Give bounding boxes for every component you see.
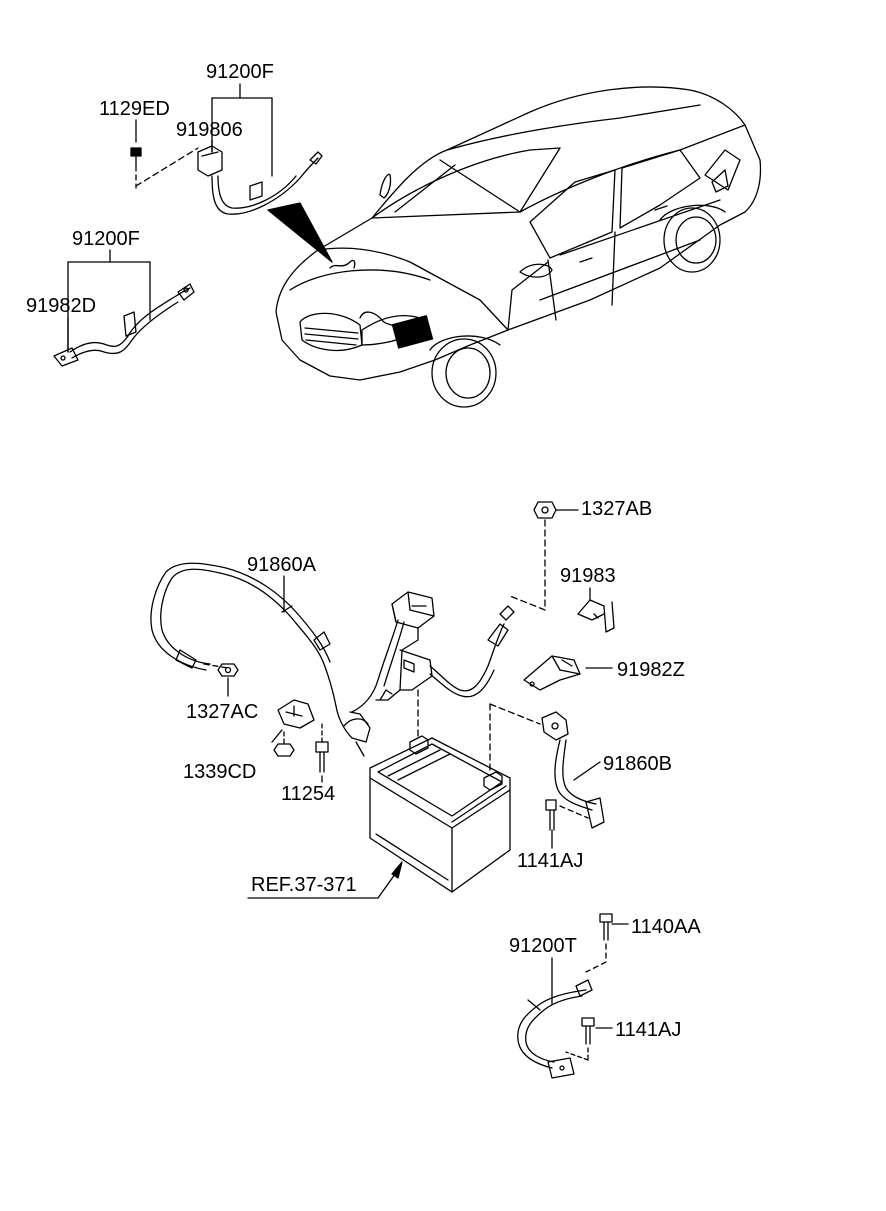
ref-arrow — [248, 862, 402, 898]
bracket-91983 — [578, 588, 614, 632]
location-pointer-arrow — [268, 203, 332, 262]
cable-assembly-91200F-mid — [54, 250, 194, 366]
cable-91200T — [518, 914, 628, 1078]
label-91983: 91983 — [560, 565, 616, 587]
label-1327AB: 1327AB — [581, 498, 653, 520]
label-91982Z: 91982Z — [617, 659, 685, 681]
label-91982D: 91982D — [26, 295, 97, 317]
label-ref-37-371: REF.37-371 — [251, 874, 357, 896]
label-91860B: 91860B — [603, 753, 672, 775]
cable-main-fuse — [352, 592, 514, 736]
label-1327AC: 1327AC — [186, 701, 259, 723]
bracket-91982Z — [524, 656, 612, 690]
cable-91860B — [542, 712, 604, 848]
car-illustration — [276, 87, 760, 407]
label-1141AJ-lower: 1141AJ — [615, 1019, 682, 1041]
label-1129ED: 1129ED — [99, 98, 170, 120]
label-919806: 919806 — [176, 119, 243, 141]
battery-ref-37-371 — [370, 704, 540, 892]
label-91200F-mid: 91200F — [72, 228, 140, 250]
cable-assembly-91200F-top — [131, 84, 322, 214]
label-91200T: 91200T — [509, 935, 577, 957]
label-1140AA: 1140AA — [631, 916, 701, 938]
label-91200F-top: 91200F — [206, 61, 274, 83]
label-1339CD: 1339CD — [183, 761, 257, 783]
cable-91860A — [151, 563, 370, 782]
label-1141AJ-upper: 1141AJ — [517, 850, 584, 872]
label-91860A: 91860A — [247, 554, 316, 576]
label-11254: 11254 — [281, 783, 336, 805]
nut-1327AB — [510, 502, 578, 610]
